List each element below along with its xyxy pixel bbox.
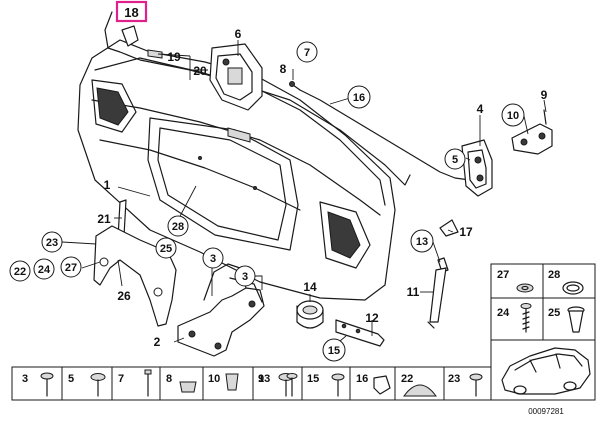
callout-circle-23 <box>41 231 63 253</box>
sleeve-14 <box>296 300 324 329</box>
callout-18: 18 <box>124 5 138 20</box>
clamp-icon <box>373 375 391 395</box>
legend-label-13: 13 <box>258 373 270 385</box>
callouts: 18 1 19 20 6 7 8 16 4 5 9 10 17 13 11 12… <box>9 0 548 362</box>
callout-5: 5 <box>452 154 458 166</box>
latch-4-5 <box>461 139 493 197</box>
legend-label-10: 10 <box>208 373 220 385</box>
callout-10: 10 <box>507 110 519 122</box>
callout-8: 8 <box>280 62 287 76</box>
callout-circle-3b <box>234 265 256 287</box>
callout-28: 28 <box>172 221 184 233</box>
highlight-box-18 <box>115 0 148 23</box>
callout-27: 27 <box>65 262 77 274</box>
callout-circle-25 <box>155 237 177 259</box>
callout-circle-16 <box>347 85 371 109</box>
nut-icon <box>225 373 239 391</box>
callout-circle-22 <box>9 260 31 282</box>
clip-nut-icon <box>179 381 197 393</box>
striker-9-10 <box>511 109 553 155</box>
legend-label-8: 8 <box>166 373 172 385</box>
callout-23: 23 <box>46 237 58 249</box>
lock-actuator-6 <box>209 43 263 111</box>
legend-label-23: 23 <box>448 373 460 385</box>
gas-strut-11 <box>427 257 449 329</box>
callout-3b: 3 <box>242 271 248 283</box>
bracket-26 <box>93 225 177 327</box>
callout-13: 13 <box>416 236 428 248</box>
callout-4: 4 <box>477 102 484 116</box>
callout-circle-10 <box>501 103 525 127</box>
callout-20: 20 <box>193 64 207 78</box>
legend-label-28: 28 <box>548 269 560 281</box>
callout-19: 19 <box>167 50 181 64</box>
callout-17: 17 <box>459 225 473 239</box>
legend-label-3: 3 <box>22 373 28 385</box>
callout-24: 24 <box>38 264 51 276</box>
cap-icon <box>403 384 437 397</box>
callout-26: 26 <box>117 289 131 303</box>
legend-label-16: 16 <box>356 373 368 385</box>
callout-3a: 3 <box>210 253 216 265</box>
legend-label-7: 7 <box>118 373 124 385</box>
tailgate-panel <box>77 39 396 301</box>
callout-7: 7 <box>304 47 310 59</box>
callout-22: 22 <box>14 266 26 278</box>
callout-circle-27 <box>60 256 82 278</box>
callout-11: 11 <box>407 285 420 299</box>
callout-circle-24 <box>33 258 55 280</box>
callout-circle-3a <box>202 247 224 269</box>
legend-label-27: 27 <box>497 269 509 281</box>
legend-label-15: 15 <box>307 373 319 385</box>
buffer-17 <box>439 219 459 237</box>
callout-15: 15 <box>328 345 340 357</box>
rod-12 <box>335 319 385 347</box>
callout-16: 16 <box>353 92 365 104</box>
callout-2: 2 <box>154 335 161 349</box>
callout-circle-28 <box>167 215 189 237</box>
callout-6: 6 <box>235 27 242 41</box>
bolt-8 <box>289 81 301 91</box>
callout-circle-15 <box>322 338 346 362</box>
legend-label-24: 24 <box>497 307 510 319</box>
clip-19 <box>147 49 163 59</box>
legend-label-5: 5 <box>68 373 74 385</box>
callout-circle-7 <box>296 41 318 63</box>
callout-25: 25 <box>160 243 172 255</box>
legend-label-25: 25 <box>548 307 560 319</box>
legend-label-22: 22 <box>401 373 413 385</box>
car-thumbnail-icon <box>490 339 596 401</box>
bracket-18 <box>121 25 139 47</box>
callout-circle-5 <box>444 148 466 170</box>
callout-circle-13 <box>410 229 434 253</box>
callout-9: 9 <box>541 88 548 102</box>
bowden-cable-16 <box>299 89 471 181</box>
legend-label-9: 9 <box>258 373 264 385</box>
callout-14: 14 <box>303 280 317 294</box>
screw-icon <box>520 303 532 309</box>
diagram-code: 00097281 <box>528 407 564 416</box>
legend-bottom: 3 5 7 8 10 9 13 15 16 22 23 <box>11 366 492 401</box>
callout-21: 21 <box>97 212 111 226</box>
callout-12: 12 <box>365 311 379 325</box>
callout-1: 1 <box>104 178 111 192</box>
